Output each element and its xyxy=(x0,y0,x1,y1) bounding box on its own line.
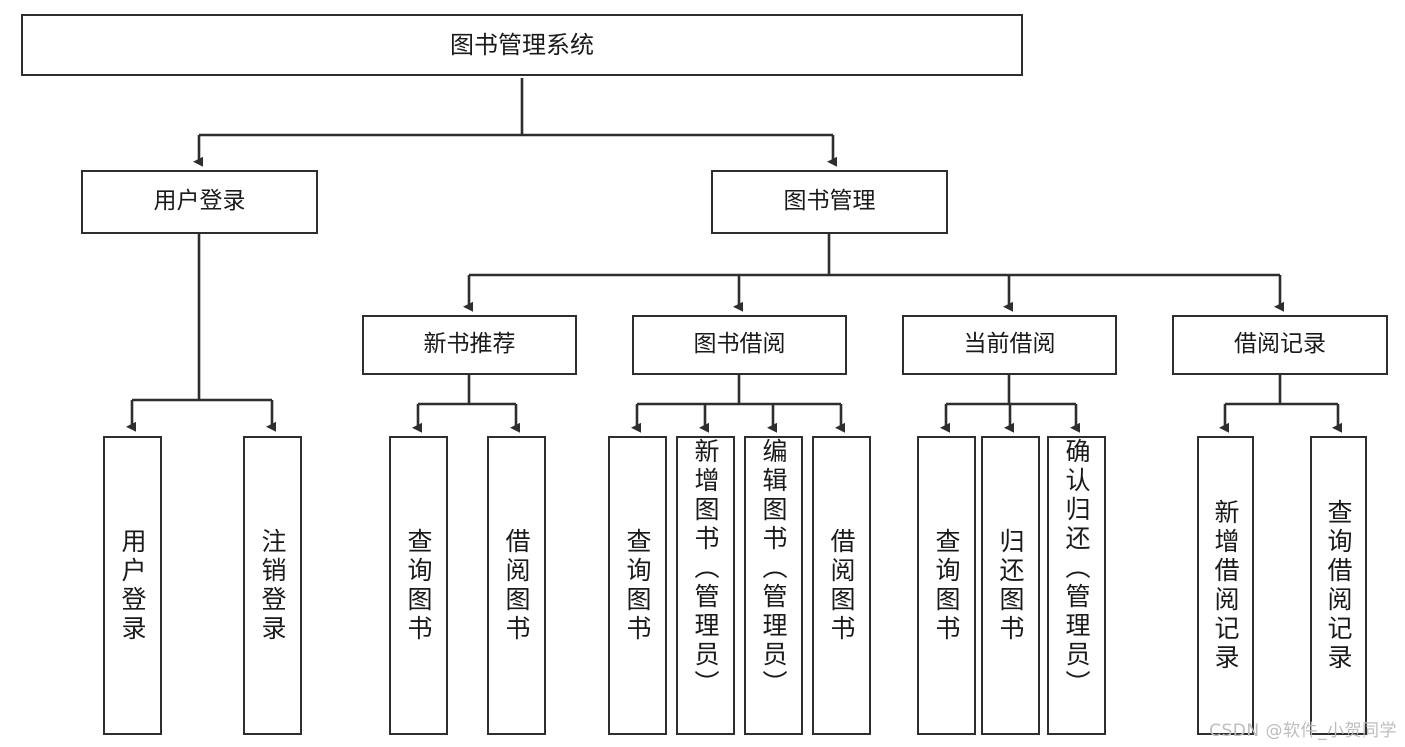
node-label: 借阅记录 xyxy=(1234,331,1326,358)
node-label: 查询图书 xyxy=(932,527,961,644)
node-label: 编辑图书（管理员） xyxy=(759,438,788,699)
node-borrow-record[interactable]: 借阅记录 xyxy=(1172,315,1388,375)
node-label: 用户登录 xyxy=(153,188,246,215)
node-leaf-add-book[interactable]: 新增图书（管理员） xyxy=(676,436,735,735)
node-label: 确认归还（管理员） xyxy=(1062,438,1091,699)
node-leaf-logout-login[interactable]: 注销登录 xyxy=(243,436,302,735)
node-leaf-query-book-3[interactable]: 查询图书 xyxy=(917,436,976,735)
node-leaf-edit-book[interactable]: 编辑图书（管理员） xyxy=(744,436,803,735)
node-leaf-add-record[interactable]: 新增借阅记录 xyxy=(1197,436,1254,735)
node-label: 当前借阅 xyxy=(963,331,1056,358)
node-label: 新增图书（管理员） xyxy=(691,438,720,699)
node-label: 借阅图书 xyxy=(502,527,531,644)
node-leaf-query-record[interactable]: 查询借阅记录 xyxy=(1310,436,1367,735)
node-book-borrow[interactable]: 图书借阅 xyxy=(632,315,847,375)
node-label: 新书推荐 xyxy=(423,331,516,358)
node-leaf-user-login[interactable]: 用户登录 xyxy=(103,436,162,735)
node-leaf-query-book-2[interactable]: 查询图书 xyxy=(608,436,667,735)
node-root-system[interactable]: 图书管理系统 xyxy=(21,14,1023,76)
node-user-login[interactable]: 用户登录 xyxy=(81,170,318,234)
node-label: 归还图书 xyxy=(996,527,1025,644)
node-label: 查询图书 xyxy=(623,527,652,644)
node-label: 新增借阅记录 xyxy=(1211,498,1240,673)
node-leaf-confirm-return[interactable]: 确认归还（管理员） xyxy=(1047,436,1106,735)
node-book-management[interactable]: 图书管理 xyxy=(711,170,948,234)
node-leaf-query-book-1[interactable]: 查询图书 xyxy=(389,436,448,735)
node-label: 查询借阅记录 xyxy=(1324,498,1353,673)
node-leaf-borrow-book-1[interactable]: 借阅图书 xyxy=(487,436,546,735)
node-label: 查询图书 xyxy=(404,527,433,644)
node-label: 用户登录 xyxy=(118,527,147,644)
node-label: 图书管理系统 xyxy=(450,30,594,59)
node-leaf-return-book[interactable]: 归还图书 xyxy=(981,436,1040,735)
node-label: 图书借阅 xyxy=(693,331,786,358)
node-label: 借阅图书 xyxy=(827,527,856,644)
node-current-borrow[interactable]: 当前借阅 xyxy=(902,315,1117,375)
node-new-book-recommend[interactable]: 新书推荐 xyxy=(362,315,577,375)
node-leaf-borrow-book-2[interactable]: 借阅图书 xyxy=(812,436,871,735)
node-label: 注销登录 xyxy=(258,527,287,644)
node-label: 图书管理 xyxy=(783,188,876,215)
